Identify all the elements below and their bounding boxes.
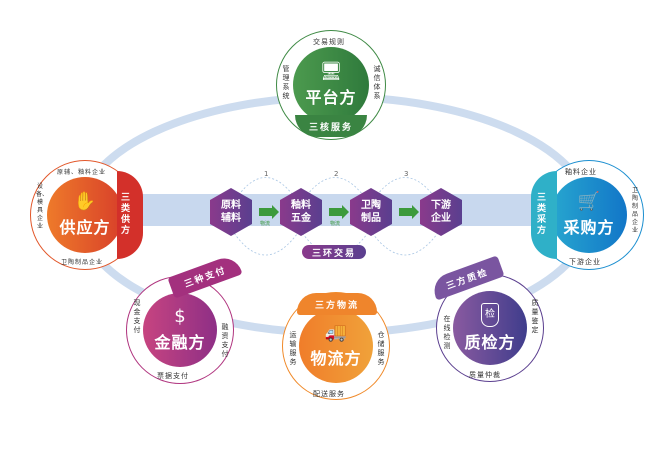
- purchaser-node[interactable]: 🛒 采购方 釉料企业 卫陶制品企业 下游企业 三类采方: [531, 160, 644, 270]
- monitor-icon: 🖥: [319, 61, 343, 82]
- supplier-label: 卫陶制品企业: [61, 259, 104, 266]
- shield-check-icon: 检: [481, 303, 499, 327]
- hand-coins-icon: ✋: [73, 191, 97, 212]
- logistics-label: 仓储服务: [377, 331, 385, 366]
- chain-step-glaze-hardware: 釉料五金: [280, 188, 322, 236]
- dollar-icon: $: [174, 306, 186, 327]
- logistics-label: 运输服务: [289, 331, 297, 366]
- supplier-label: 设备、模具企业: [36, 183, 49, 230]
- platform-tab: 三核服务: [295, 115, 367, 137]
- three-ring-trade-label: 三环交易: [302, 245, 366, 259]
- arrow-icon: [329, 205, 349, 219]
- platform-node[interactable]: 🖥 平台方 交易规则 诚信体系 管理系统 三核服务: [276, 30, 386, 140]
- arrow-icon: [399, 205, 419, 219]
- chain-step-raw-materials: 原料辅料: [210, 188, 252, 236]
- qc-label: 在线检测: [443, 315, 451, 350]
- platform-title: 平台方: [305, 88, 357, 107]
- finance-node[interactable]: $ 金融方 三种支付 融资支付 票据支付 现金支付: [126, 253, 243, 384]
- shopping-cart-icon: 🛒: [577, 191, 601, 212]
- qc-title: 质检方: [464, 333, 516, 352]
- step-number: 2: [334, 170, 339, 178]
- purchaser-label: 卫陶制品企业: [631, 187, 638, 234]
- supplier-tab: 三类供方: [117, 171, 143, 259]
- supplier-title: 供应方: [59, 218, 111, 237]
- arrow-icon: [259, 205, 279, 219]
- arrow-label: 物流: [260, 221, 271, 227]
- qc-node[interactable]: 检 质检方 三方质检 质量鉴定 质量仲裁 在线检测: [429, 255, 544, 382]
- arrow-label: 物流: [330, 221, 341, 227]
- qc-label: 质量鉴定: [531, 299, 539, 334]
- chain-step-sanitary-products: 卫陶制品: [350, 188, 392, 236]
- purchaser-label: 下游企业: [569, 258, 601, 266]
- logistics-label: 配送服务: [313, 390, 345, 398]
- finance-label: 现金支付: [133, 299, 141, 334]
- finance-title: 金融方: [154, 333, 206, 352]
- logistics-tab: 三方物流: [297, 293, 377, 315]
- logistics-node[interactable]: 🚚 物流方 三方物流 仓储服务 配送服务 运输服务: [282, 292, 390, 400]
- platform-label: 交易规则: [313, 38, 345, 46]
- qc-label: 质量仲裁: [469, 371, 501, 379]
- purchaser-tab: 三类采方: [531, 171, 557, 259]
- purchaser-label: 釉料企业: [565, 168, 597, 176]
- platform-label: 管理系统: [282, 65, 290, 100]
- truck-icon: 🚚: [324, 322, 348, 343]
- purchaser-title: 采购方: [563, 218, 615, 237]
- step-number: 3: [404, 170, 409, 178]
- supplier-label: 原辅、釉料企业: [57, 169, 107, 176]
- chain-step-downstream: 下游企业: [420, 188, 462, 236]
- supplier-node[interactable]: ✋ 供应方 原辅、釉料企业 卫陶制品企业 设备、模具企业 三类供方: [30, 160, 143, 270]
- step-number: 1: [264, 170, 269, 178]
- logistics-title: 物流方: [310, 349, 362, 368]
- finance-label: 融资支付: [221, 323, 229, 358]
- platform-label: 诚信体系: [373, 65, 381, 100]
- finance-label: 票据支付: [157, 372, 189, 380]
